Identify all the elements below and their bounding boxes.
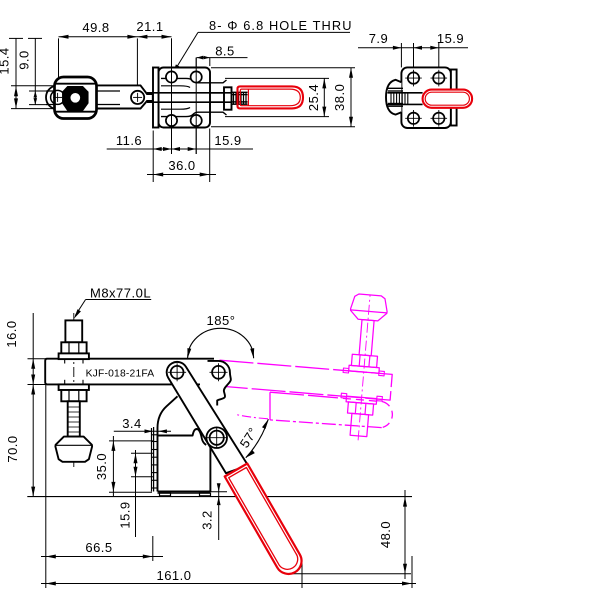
svg-text:3.4: 3.4 [122, 416, 142, 431]
svg-text:15.4: 15.4 [0, 47, 12, 74]
svg-text:8.5: 8.5 [215, 44, 235, 59]
svg-text:66.5: 66.5 [85, 540, 112, 555]
svg-text:3.2: 3.2 [200, 510, 215, 530]
svg-text:38.0: 38.0 [332, 84, 347, 111]
svg-text:49.8: 49.8 [82, 20, 109, 35]
svg-text:15.9: 15.9 [118, 501, 133, 528]
svg-text:16.0: 16.0 [4, 320, 19, 347]
svg-text:11.6: 11.6 [116, 133, 142, 148]
svg-text:9.0: 9.0 [17, 50, 32, 70]
svg-text:185°: 185° [207, 313, 236, 328]
svg-text:48.0: 48.0 [378, 521, 393, 548]
svg-text:7.9: 7.9 [369, 31, 389, 46]
svg-text:M8x77.0L: M8x77.0L [90, 286, 151, 301]
svg-text:70.0: 70.0 [5, 435, 20, 462]
svg-text:15.9: 15.9 [214, 133, 241, 148]
svg-text:21.1: 21.1 [136, 19, 163, 34]
svg-text:35.0: 35.0 [94, 453, 109, 480]
svg-text:KJF-018-21FA: KJF-018-21FA [86, 369, 155, 380]
svg-text:25.4: 25.4 [306, 84, 321, 111]
svg-text:8- Φ 6.8 HOLE THRU: 8- Φ 6.8 HOLE THRU [209, 18, 353, 33]
svg-text:36.0: 36.0 [168, 158, 195, 173]
svg-text:15.9: 15.9 [437, 31, 464, 46]
svg-text:161.0: 161.0 [156, 568, 191, 583]
